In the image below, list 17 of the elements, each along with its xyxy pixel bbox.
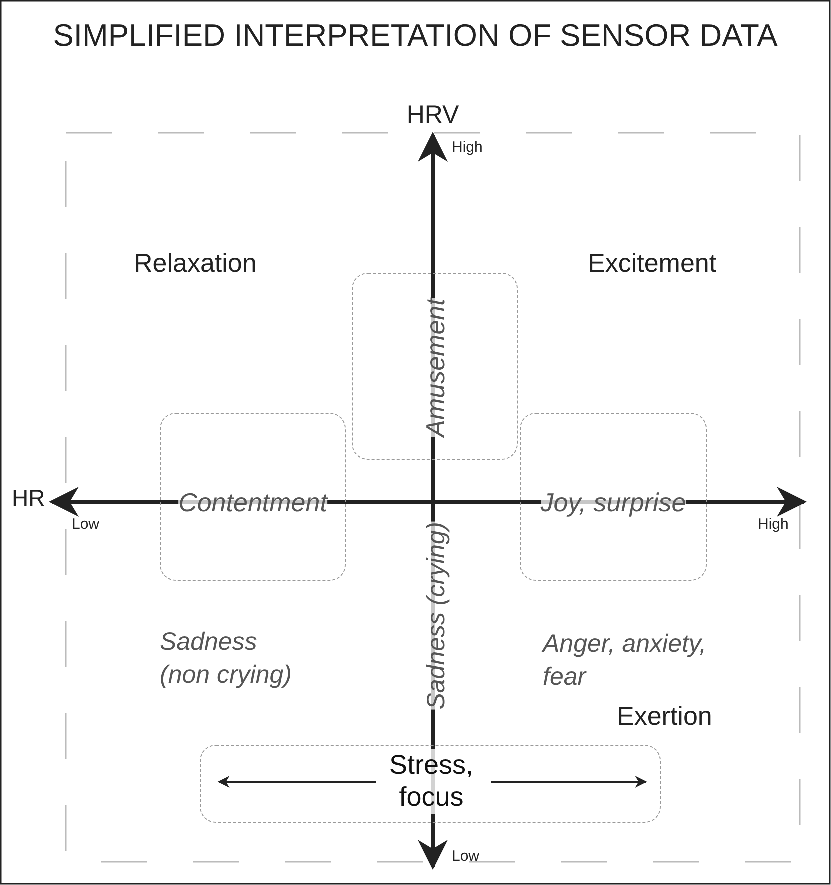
quadrant-label: Excitement — [588, 247, 717, 280]
emotion-label: Sadness (non crying) — [160, 627, 293, 690]
axis-end-label: High — [758, 515, 789, 534]
dashed-box — [520, 413, 707, 581]
axis-title: HRV — [406, 100, 460, 131]
quadrant-label: Relaxation — [134, 247, 257, 280]
dashed-box — [200, 745, 661, 823]
dashed-box — [352, 273, 518, 460]
emotion-label: Anger, anxiety, fear — [543, 629, 708, 692]
quadrant-label: Exertion — [617, 700, 712, 733]
dashed-box — [160, 413, 346, 581]
emotion-label: Sadness (crying) — [423, 522, 451, 710]
axis-end-label: High — [452, 138, 483, 158]
axis-end-label: Low — [452, 847, 480, 866]
axis-end-label: Low — [72, 515, 100, 534]
title: SIMPLIFIED INTERPRETATION OF SENSOR DATA — [52, 18, 779, 54]
axis-title: HR — [12, 484, 46, 513]
